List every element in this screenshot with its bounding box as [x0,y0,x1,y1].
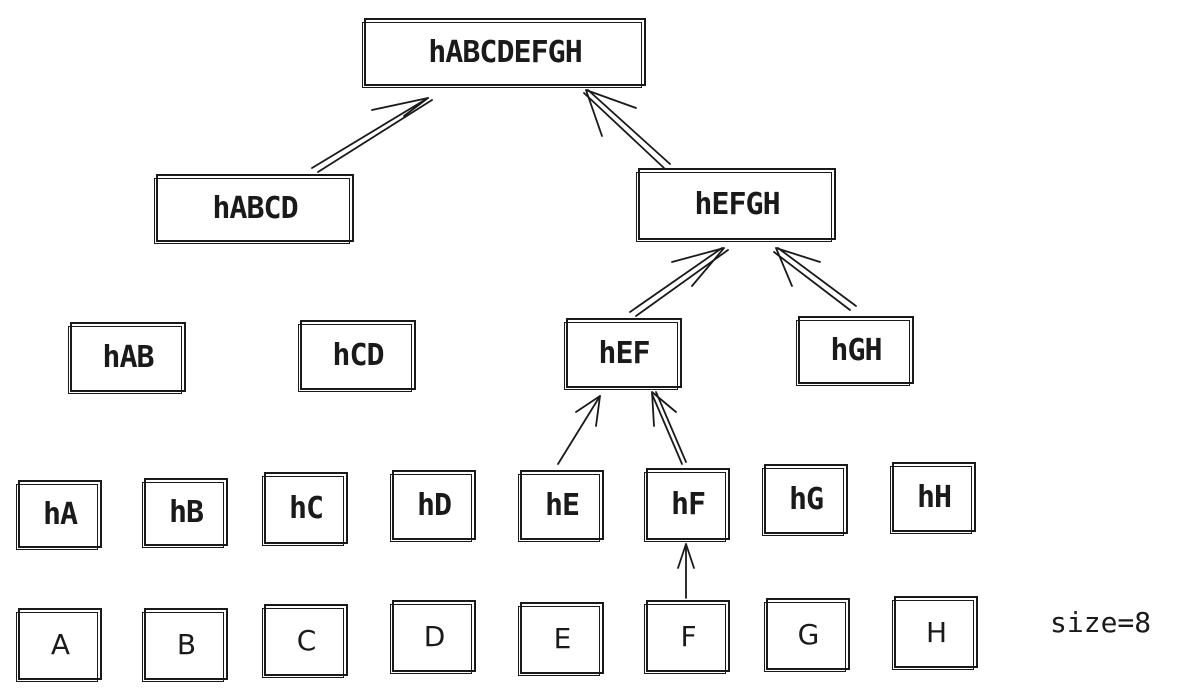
size-label: size=8 [1050,606,1152,639]
leaf-c: C [262,604,348,678]
node-root: hABCDEFGH [362,18,646,88]
edge-hefgh-to-root [583,89,671,169]
edge-he-to-hef [557,395,601,465]
node-hc: hC [262,472,348,546]
edge-hgh-to-hefgh [773,247,857,311]
node-ha: hA [16,480,102,550]
leaf-e: E [518,602,604,676]
edge-hef-to-hefgh [629,247,729,317]
arrowhead-hefgh-to-root [585,89,637,137]
node-hb: hB [142,478,228,548]
node-hh: hH [890,462,976,534]
leaf-f: F [644,600,730,674]
node-habcd: hABCD [154,174,354,244]
node-he: hE [518,470,604,542]
arrowhead-habcd-to-root [371,97,429,117]
leaf-b: B [142,608,228,682]
leaf-d: D [390,600,476,674]
arrowhead-he-to-hef [575,395,601,427]
leaf-g: G [764,598,850,672]
node-hefgh: hEFGH [636,168,836,242]
node-hf: hF [644,468,730,542]
node-hg: hG [762,464,848,536]
arrowhead-hgh-to-hefgh [775,247,821,287]
node-hef: hEF [564,318,682,390]
node-hgh: hGH [796,316,914,386]
node-hcd: hCD [298,320,416,392]
arrowhead-hf-to-hef [651,391,677,427]
arrowhead-f-to-hf [677,543,695,569]
edge-hf-to-hef [651,391,687,465]
edge-habcd-to-root [311,97,433,173]
leaf-h: H [892,596,978,670]
node-hd: hD [390,470,476,542]
node-hab: hAB [68,322,186,394]
arrowhead-hef-to-hefgh [671,247,725,287]
leaf-a: A [16,608,102,682]
